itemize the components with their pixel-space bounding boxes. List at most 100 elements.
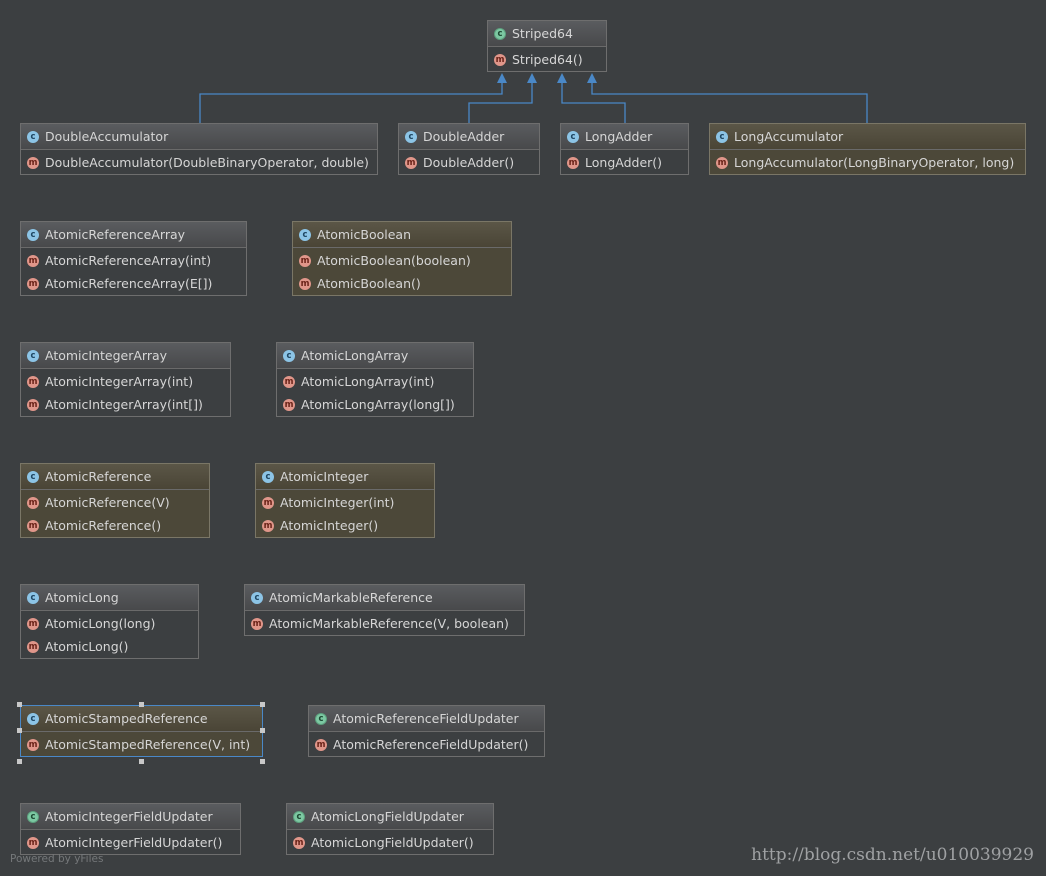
- selection-handle[interactable]: [17, 702, 22, 707]
- class-name: AtomicInteger: [280, 468, 369, 484]
- method-icon: m: [251, 617, 263, 630]
- method-icon: m: [262, 519, 274, 532]
- method-signature: AtomicIntegerFieldUpdater(): [45, 834, 223, 850]
- method-icon: m: [262, 496, 274, 509]
- class-name: AtomicReferenceArray: [45, 226, 186, 242]
- method-signature: AtomicLong(long): [45, 615, 156, 631]
- extends-edge-long-accumulator[interactable]: [591, 82, 868, 123]
- extends-edge-long-adder[interactable]: [561, 82, 626, 123]
- selection-handle[interactable]: [260, 728, 265, 733]
- method-icon: m: [27, 398, 39, 411]
- method-icon: m: [283, 398, 295, 411]
- abstract-class-icon: c: [315, 712, 327, 725]
- abstract-class-icon: c: [494, 27, 506, 40]
- method-row[interactable]: m AtomicMarkableReference(V, boolean): [245, 612, 524, 635]
- selection-handle[interactable]: [260, 759, 265, 764]
- selection-handle[interactable]: [17, 728, 22, 733]
- extends-edge-double-adder[interactable]: [468, 82, 533, 123]
- method-row[interactable]: m LongAccumulator(LongBinaryOperator, lon…: [710, 151, 1025, 174]
- class-name: DoubleAccumulator: [45, 128, 169, 144]
- method-signature: AtomicLongFieldUpdater(): [311, 834, 474, 850]
- method-icon: m: [299, 254, 311, 267]
- class-name: LongAdder: [585, 128, 653, 144]
- method-signature: AtomicReferenceArray(int): [45, 252, 212, 268]
- class-icon: c: [27, 228, 39, 241]
- selection-handle[interactable]: [17, 759, 22, 764]
- class-name: AtomicLongArray: [301, 347, 409, 363]
- inheritance-arrowhead: [587, 73, 597, 83]
- class-icon: c: [27, 349, 39, 362]
- method-icon: m: [716, 156, 728, 169]
- class-name: AtomicIntegerArray: [45, 347, 168, 363]
- method-icon: m: [405, 156, 417, 169]
- method-signature: LongAccumulator(LongBinaryOperator, long…: [734, 154, 1015, 170]
- method-signature: AtomicMarkableReference(V, boolean): [269, 615, 509, 631]
- abstract-class-icon: c: [27, 810, 39, 823]
- class-icon: c: [283, 349, 295, 362]
- method-icon: m: [27, 496, 39, 509]
- method-row[interactable]: m AtomicInteger(): [256, 514, 434, 537]
- inheritance-arrowhead: [557, 73, 567, 83]
- method-icon: m: [494, 53, 506, 66]
- selection-handle[interactable]: [138, 702, 144, 707]
- method-icon: m: [567, 156, 579, 169]
- selection-handle[interactable]: [138, 759, 144, 764]
- method-signature: AtomicInteger(): [280, 517, 379, 533]
- extends-edge-double-accumulator[interactable]: [199, 82, 503, 123]
- class-icon: c: [716, 130, 728, 143]
- selection-handle[interactable]: [260, 702, 265, 707]
- method-list: m LongAccumulator(LongBinaryOperator, lon…: [710, 150, 1025, 174]
